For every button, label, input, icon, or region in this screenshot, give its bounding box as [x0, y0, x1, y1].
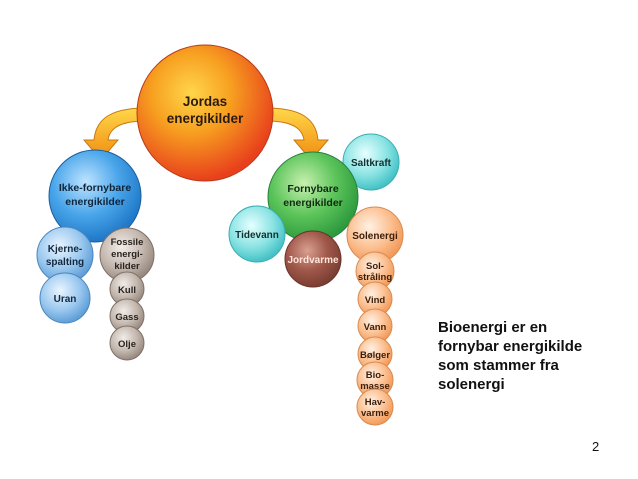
svg-text:Kjerne-spalting: Kjerne-spalting	[46, 244, 84, 268]
node-solar-energy: Solenergi	[346, 206, 404, 264]
svg-text:Bølger: Bølger	[360, 350, 390, 361]
svg-text:Saltkraft: Saltkraft	[351, 158, 392, 169]
node-water: Vann	[357, 308, 393, 344]
node-ocean-heat: Hav-varme	[356, 388, 394, 426]
svg-text:Sol-stråling: Sol-stråling	[358, 261, 393, 283]
svg-text:Kull: Kull	[118, 285, 136, 296]
node-salt-power: Saltkraft	[342, 133, 400, 191]
svg-text:Gass: Gass	[115, 312, 138, 323]
svg-text:Vann: Vann	[364, 322, 387, 333]
page-number: 2	[592, 439, 600, 454]
svg-text:Vind: Vind	[365, 295, 386, 306]
svg-text:Solenergi: Solenergi	[352, 231, 398, 242]
svg-text:Hav-varme: Hav-varme	[361, 397, 389, 419]
svg-text:Jordvarme: Jordvarme	[287, 255, 339, 266]
svg-text:Uran: Uran	[54, 294, 77, 305]
node-biomass: Bio-masse	[356, 361, 394, 399]
svg-text:Olje: Olje	[118, 339, 136, 350]
caption-text: Bioenergi er en fornybar energikilde som…	[438, 319, 583, 393]
svg-text:Bio-masse: Bio-masse	[360, 370, 390, 392]
node-uranium: Uran	[39, 272, 91, 324]
svg-text:Tidevann: Tidevann	[235, 230, 279, 241]
node-oil: Olje	[109, 325, 145, 361]
node-tidal: Tidevann	[228, 205, 286, 263]
node-geothermal: Jordvarme	[284, 230, 342, 288]
